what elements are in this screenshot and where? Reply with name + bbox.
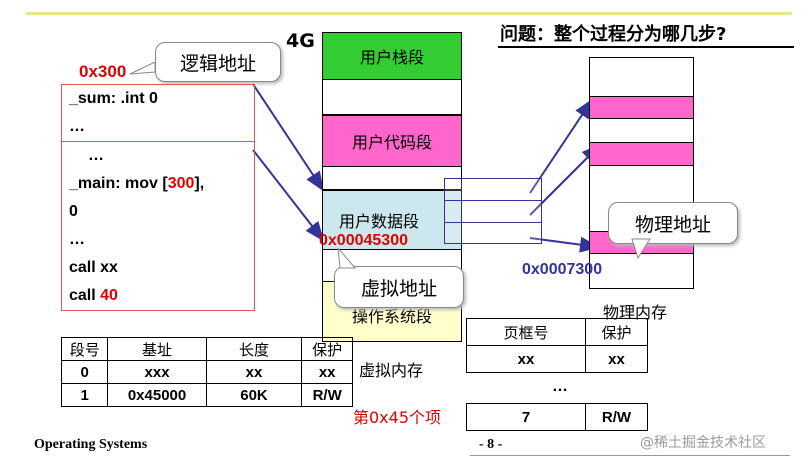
physical-address-callout: 物理地址 bbox=[608, 202, 738, 244]
code-line: … bbox=[69, 118, 85, 135]
title-underline bbox=[498, 46, 794, 48]
physical-memory-caption: 物理内存 bbox=[603, 303, 668, 322]
page-slice bbox=[445, 179, 541, 201]
virtual-callout-tail bbox=[337, 248, 357, 269]
program-code-box: _sum: .int 0 … … _main: mov [300], 0 … c… bbox=[61, 84, 255, 311]
table-cell: xx bbox=[301, 360, 353, 384]
page-table: 页框号 保护 xx xx bbox=[466, 318, 648, 373]
footer-course: Operating Systems bbox=[34, 437, 148, 452]
table-row: 7 R/W bbox=[466, 403, 648, 431]
code-line: _sum: .int 0 bbox=[69, 90, 158, 107]
code-address: 300 bbox=[167, 175, 195, 192]
user-code-segment: 用户代码段 bbox=[322, 115, 462, 167]
header-cell: 保护 bbox=[301, 337, 353, 361]
pm-page-frame bbox=[589, 143, 694, 166]
pm-page-frame bbox=[589, 97, 694, 119]
physical-address-value: 0x0007300 bbox=[522, 261, 603, 278]
table-cell: R/W bbox=[585, 403, 648, 431]
vm-gap bbox=[322, 167, 462, 190]
slide-title: 问题：整个过程分为哪几步? bbox=[500, 24, 727, 45]
table-cell: xx bbox=[585, 345, 648, 373]
table-cell: 1 bbox=[60, 383, 109, 407]
vm-gap bbox=[322, 80, 462, 115]
table-cell: xx bbox=[466, 345, 586, 373]
table-row: 1 0x45000 60K R/W bbox=[60, 383, 353, 407]
data-section: _sum: .int 0 … bbox=[62, 85, 254, 142]
arrow-code-to-data bbox=[252, 83, 325, 192]
page-slices bbox=[444, 178, 542, 244]
header-cell: 页框号 bbox=[466, 318, 586, 346]
page-table-header: 页框号 保护 bbox=[466, 318, 648, 346]
arrow-page-1 bbox=[529, 98, 594, 194]
table-cell: 0 bbox=[60, 360, 109, 384]
code-line-main: _main: mov [300], bbox=[62, 170, 254, 198]
user-stack-segment: 用户栈段 bbox=[322, 32, 462, 80]
arrow-main-to-addr bbox=[252, 149, 325, 242]
page-table-entry: 7 R/W bbox=[466, 403, 648, 431]
footer-line bbox=[470, 455, 790, 456]
page-table-ellipsis: … bbox=[552, 378, 568, 395]
code-line: … bbox=[88, 147, 104, 164]
table-cell: 7 bbox=[466, 403, 586, 431]
table-cell: 0x45000 bbox=[107, 383, 207, 407]
segment-label: 用户数据段 bbox=[339, 212, 420, 231]
table-cell: R/W bbox=[301, 383, 353, 407]
top-divider bbox=[26, 12, 792, 15]
logical-address-label: 逻辑地址 bbox=[179, 52, 256, 75]
segment-label: 操作系统段 bbox=[351, 307, 432, 326]
virtual-address-value: 0x00045300 bbox=[319, 232, 408, 249]
code-text: _main: mov [ bbox=[69, 175, 168, 192]
physical-address-label: 物理地址 bbox=[634, 213, 711, 236]
code-line: 0 bbox=[69, 203, 78, 220]
table-cell: xxx bbox=[107, 360, 207, 384]
page-slice bbox=[445, 201, 541, 223]
virtual-address-callout: 虚拟地址 bbox=[334, 266, 464, 308]
code-line-call: call 40 bbox=[62, 282, 254, 310]
header-cell: 段号 bbox=[60, 337, 109, 361]
code-text: ], bbox=[194, 175, 205, 192]
code-line: … bbox=[69, 231, 85, 248]
code-section: … _main: mov [300], 0 … call xx call 40 bbox=[62, 142, 254, 310]
label-4g: 4G bbox=[286, 30, 315, 52]
segment-table-header: 段号 基址 长度 保护 bbox=[60, 337, 353, 361]
code-address: 40 bbox=[100, 287, 118, 304]
page-entry-note: 第0x45个项 bbox=[353, 408, 442, 427]
table-cell: xx bbox=[205, 360, 303, 384]
table-cell: 60K bbox=[205, 383, 303, 407]
physical-callout-tail bbox=[631, 238, 651, 260]
segment-label: 用户栈段 bbox=[359, 48, 424, 67]
header-cell: 基址 bbox=[107, 337, 207, 361]
header-cell: 保护 bbox=[585, 318, 648, 346]
code-text: call bbox=[69, 287, 101, 304]
logical-callout-tail bbox=[129, 62, 156, 75]
pm-block bbox=[589, 254, 694, 289]
table-row: xx xx bbox=[466, 345, 648, 373]
virtual-memory-caption: 虚拟内存 bbox=[359, 361, 424, 380]
segment-label: 用户代码段 bbox=[351, 133, 432, 152]
footer-page-number: - 8 - bbox=[479, 437, 503, 452]
pm-block bbox=[589, 57, 694, 97]
logical-address-value: 0x300 bbox=[79, 62, 127, 81]
logical-address-callout: 逻辑地址 bbox=[155, 42, 281, 82]
pm-block bbox=[589, 119, 694, 143]
user-data-segment: 用户数据段 bbox=[322, 190, 462, 250]
header-cell: 长度 bbox=[205, 337, 303, 361]
table-row: 0 xxx xx xx bbox=[60, 360, 353, 384]
code-line: call xx bbox=[69, 259, 118, 276]
segment-table: 段号 基址 长度 保护 0 xxx xx xx 1 0x45000 60K R/… bbox=[60, 337, 353, 407]
watermark: @稀土掘金技术社区 bbox=[640, 435, 766, 451]
virtual-address-label: 虚拟地址 bbox=[360, 277, 437, 300]
